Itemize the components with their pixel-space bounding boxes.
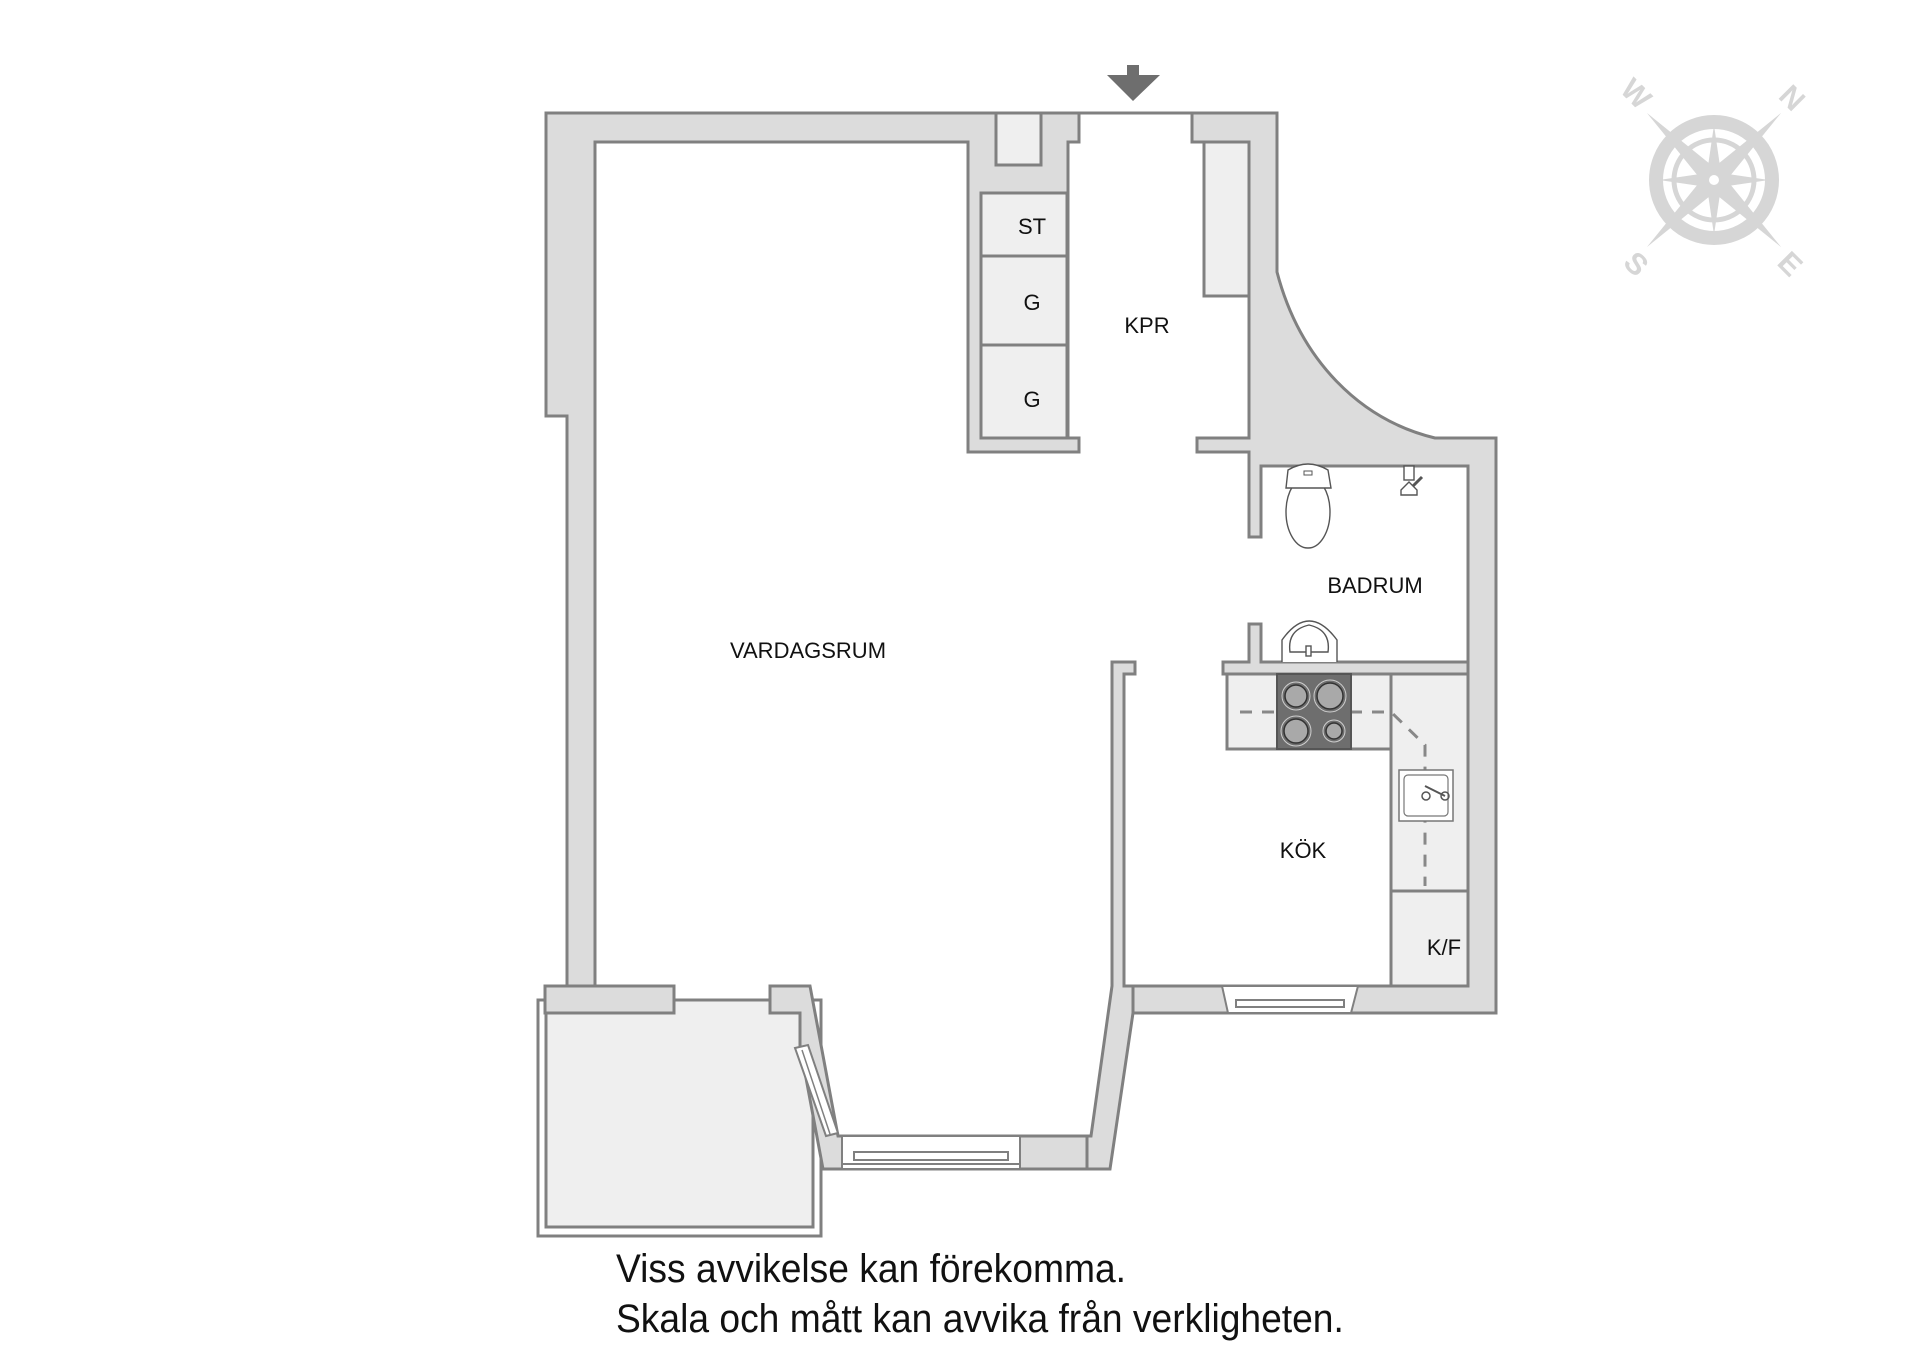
appliance-label-kf: K/F <box>1427 935 1461 960</box>
compass-s: S <box>1617 246 1654 283</box>
compass-icon: N E S W <box>1614 73 1811 283</box>
balcony <box>536 998 823 1238</box>
stove-icon <box>1276 673 1352 750</box>
disclaimer-line-2: Skala och mått kan avvika från verklighe… <box>616 1297 1344 1341</box>
closet-label-g1: G <box>1023 290 1040 315</box>
compass-n: N <box>1772 79 1811 118</box>
room-label-badrum: BADRUM <box>1327 573 1422 598</box>
closet-column <box>979 140 1251 440</box>
toilet-icon <box>1285 463 1332 549</box>
window-living-side <box>793 1043 840 1138</box>
fridge-freezer <box>1389 889 1470 988</box>
window-living-bottom <box>841 1135 1021 1170</box>
kitchen-sink-icon <box>1398 769 1454 822</box>
washbasin-icon <box>1281 620 1338 662</box>
closet-g2 <box>979 343 1069 440</box>
room-label-kpr: KPR <box>1124 313 1169 338</box>
disclaimer-line-1: Viss avvikelse kan förekomma. <box>616 1247 1126 1291</box>
room-label-kok: KÖK <box>1280 838 1327 863</box>
room-label-vardagsrum: VARDAGSRUM <box>730 638 886 663</box>
compass-e: E <box>1771 246 1808 283</box>
closet-right <box>1202 140 1251 298</box>
closet-st <box>979 191 1069 258</box>
closet-label-st: ST <box>1018 214 1046 239</box>
shower-mixer-icon <box>1400 465 1424 496</box>
window-kitchen <box>1220 985 1360 1014</box>
disclaimer: Viss avvikelse kan förekomma. Skala och … <box>616 1244 1399 1344</box>
entrance-arrow-icon <box>1107 65 1160 101</box>
closet-g1 <box>979 254 1069 347</box>
compass-w: W <box>1614 73 1658 117</box>
closet-label-g2: G <box>1023 387 1040 412</box>
